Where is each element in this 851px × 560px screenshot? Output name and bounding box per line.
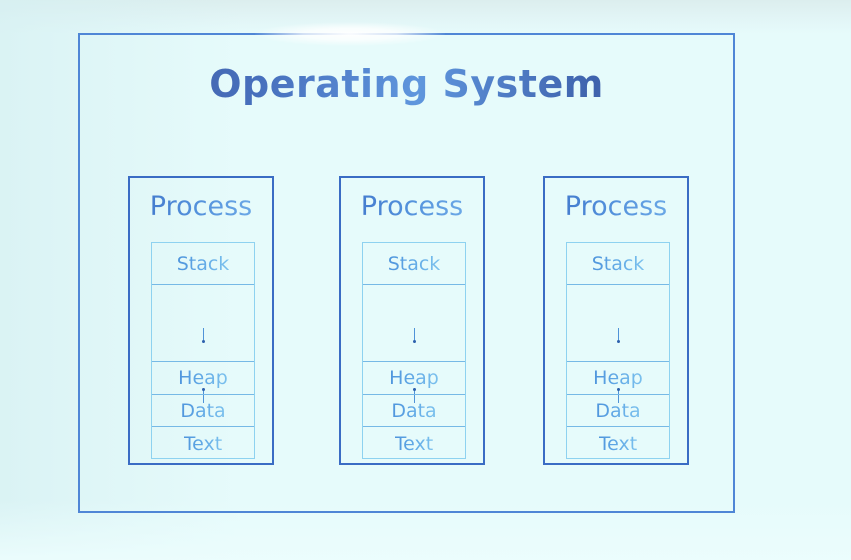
process-box-2: Process Stack Heap Data Text xyxy=(339,176,485,465)
memory-segment-text: Text xyxy=(363,427,465,460)
heap-growth-arrow-icon xyxy=(617,388,620,403)
process-box-3: Process Stack Heap Data Text xyxy=(543,176,689,465)
memory-segment-stack: Stack xyxy=(152,243,254,285)
memory-segment-free-space xyxy=(567,285,669,403)
memory-segment-text: Text xyxy=(567,427,669,460)
memory-segment-free-space xyxy=(152,285,254,403)
segment-label-data: Data xyxy=(391,399,437,422)
process-label: Process xyxy=(341,191,483,222)
segment-label-text: Text xyxy=(598,432,638,455)
memory-segment-data: Data xyxy=(567,395,669,427)
memory-segment-heap: Heap xyxy=(363,361,465,395)
memory-layout-3: Stack Heap Data Text xyxy=(566,242,670,459)
segment-label-text: Text xyxy=(183,432,223,455)
segment-label-heap: Heap xyxy=(389,367,439,389)
memory-layout-2: Stack Heap Data Text xyxy=(362,242,466,459)
memory-segment-data: Data xyxy=(152,395,254,427)
segment-label-stack: Stack xyxy=(591,252,645,275)
segment-label-data: Data xyxy=(180,399,226,422)
memory-segment-data: Data xyxy=(363,395,465,427)
segment-label-stack: Stack xyxy=(387,252,441,275)
heap-growth-arrow-icon xyxy=(413,388,416,403)
stack-growth-arrow-icon xyxy=(202,328,205,343)
memory-segment-stack: Stack xyxy=(567,243,669,285)
background-sheen-top xyxy=(0,0,851,34)
segment-label-heap: Heap xyxy=(593,367,643,389)
process-label: Process xyxy=(545,191,687,222)
stack-growth-arrow-icon xyxy=(617,328,620,343)
memory-segment-heap: Heap xyxy=(567,361,669,395)
memory-segment-text: Text xyxy=(152,427,254,460)
heap-growth-arrow-icon xyxy=(202,388,205,403)
memory-layout-1: Stack Heap Data Text xyxy=(151,242,255,459)
memory-segment-stack: Stack xyxy=(363,243,465,285)
segment-label-heap: Heap xyxy=(178,367,228,389)
process-box-1: Process Stack Heap Data Text xyxy=(128,176,274,465)
process-label: Process xyxy=(130,191,272,222)
segment-label-stack: Stack xyxy=(176,252,230,275)
stack-growth-arrow-icon xyxy=(413,328,416,343)
memory-segment-heap: Heap xyxy=(152,361,254,395)
page-title: Operating System xyxy=(78,62,735,106)
segment-label-data: Data xyxy=(595,399,641,422)
segment-label-text: Text xyxy=(394,432,434,455)
memory-segment-free-space xyxy=(363,285,465,403)
